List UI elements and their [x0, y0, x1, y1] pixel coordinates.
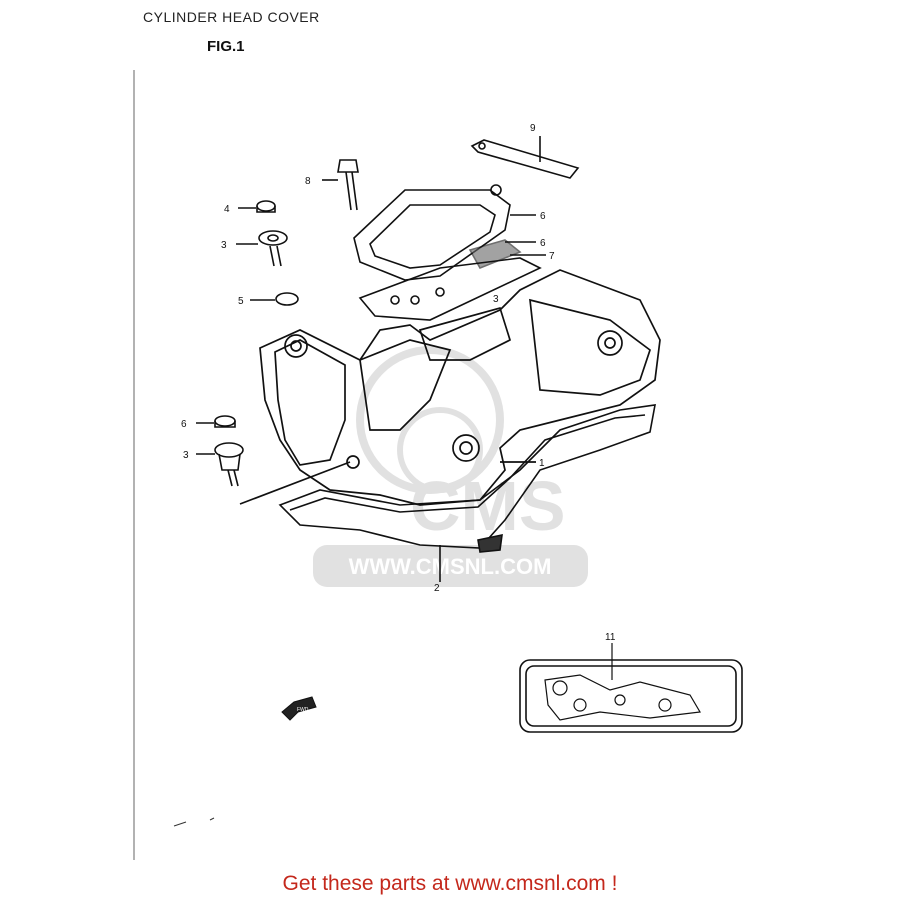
callout-2: 2 — [434, 583, 440, 594]
part-3-bolt — [196, 442, 244, 487]
watermark-url: WWW.CMSNL.COM — [349, 554, 552, 579]
part-4-bolt — [236, 230, 288, 267]
part-8-9-gasket — [358, 239, 546, 321]
callout-9: 7 — [549, 251, 555, 262]
figure-label: FIG.1 — [207, 38, 245, 55]
part-1-cylinder-head-cover — [239, 269, 661, 506]
callout-8: 6 — [540, 238, 546, 249]
page-title: CYLINDER HEAD COVER — [143, 9, 320, 25]
callout-5: 5 — [238, 296, 244, 307]
stray-mark — [173, 821, 187, 827]
watermark-brand: CMS — [410, 467, 566, 545]
callout-10: 8 — [305, 176, 311, 187]
part-5-o-ring — [250, 292, 299, 306]
watermark-url-band — [313, 545, 588, 587]
callout-11: 9 — [530, 123, 536, 134]
part-11-bracket — [470, 136, 580, 179]
fwd-arrow: FWD — [281, 696, 317, 721]
part-6-cap-upper — [238, 200, 276, 213]
part-2-gasket — [278, 404, 656, 582]
callout-6-upper: 4 — [224, 204, 230, 215]
callout-7: 6 — [540, 211, 546, 222]
stray-mark-2 — [209, 817, 215, 821]
part-10-bolt — [322, 159, 359, 211]
callout-6-lower: 6 — [181, 419, 187, 430]
part-12-gasket-set — [519, 643, 743, 733]
fwd-label: FWD — [297, 707, 309, 713]
part-7-breather-cover — [353, 184, 536, 281]
callout-1: 1 — [539, 458, 545, 469]
footer-link-text[interactable]: Get these parts at www.cmsnl.com ! — [282, 872, 618, 895]
part-6-cap-lower — [196, 415, 236, 428]
callout-3-upper: 3 — [493, 294, 499, 305]
callout-3: 3 — [183, 450, 189, 461]
watermark: CMS WWW.CMSNL.COM — [313, 346, 588, 587]
callout-4: 3 — [221, 240, 227, 251]
callout-12: 11 — [605, 632, 616, 643]
